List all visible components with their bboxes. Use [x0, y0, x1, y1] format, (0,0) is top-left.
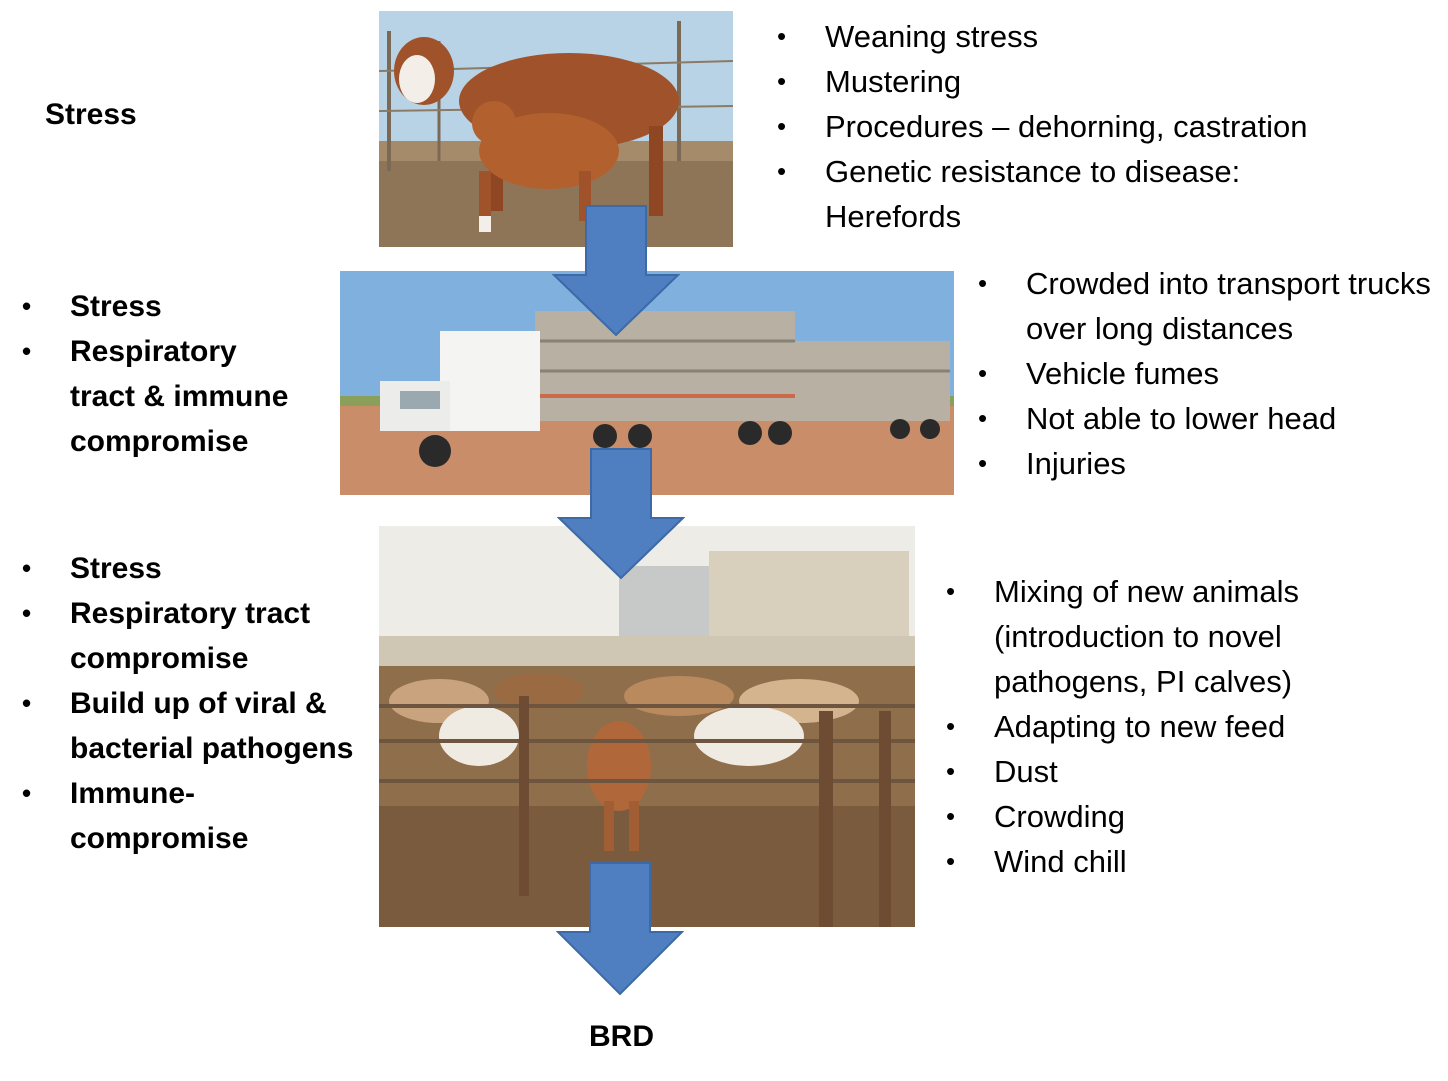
- down-arrow-icon: [557, 448, 685, 580]
- list-item: Weaning stress: [777, 14, 1417, 59]
- list-item: Adapting to new feed: [946, 704, 1366, 749]
- list-item: Genetic resistance to disease: Herefords: [777, 149, 1285, 239]
- list-item: Immune-compromise: [22, 771, 270, 861]
- list-item: Stress: [22, 284, 332, 329]
- list-item: Build up of viral & bacterial pathogens: [22, 681, 360, 771]
- list-item: Procedures – dehorning, castration: [777, 104, 1417, 149]
- list-item: Respiratory tract compromise: [22, 591, 340, 681]
- stage2-factor-list: Crowded into transport trucks over long …: [978, 261, 1433, 486]
- down-arrow-icon: [556, 862, 684, 996]
- stage1-factor-list: Weaning stress Mustering Procedures – de…: [777, 14, 1417, 239]
- down-arrow-icon: [552, 205, 680, 337]
- list-item: Crowded into transport trucks over long …: [978, 261, 1433, 351]
- stage3-effect-list: Stress Respiratory tract compromise Buil…: [22, 546, 362, 861]
- list-item: Not able to lower head: [978, 396, 1433, 441]
- outcome-label: BRD: [589, 1020, 654, 1053]
- stage3-factor-list: Mixing of new animals (introduction to n…: [946, 569, 1366, 884]
- list-item: Crowding: [946, 794, 1366, 839]
- list-item: Stress: [22, 546, 362, 591]
- list-item: Respiratory tract & immune compromise: [22, 329, 310, 464]
- list-item: Injuries: [978, 441, 1433, 486]
- cattle-truck-photo: [340, 271, 954, 495]
- feedlot-photo: [379, 526, 915, 927]
- list-item: Wind chill: [946, 839, 1366, 884]
- list-item: Mustering: [777, 59, 1417, 104]
- list-item: Mixing of new animals (introduction to n…: [946, 569, 1366, 704]
- stage1-label: Stress: [45, 98, 137, 131]
- cow-and-calf-photo: [379, 11, 733, 247]
- list-item: Dust: [946, 749, 1366, 794]
- stage2-effect-list: Stress Respiratory tract & immune compro…: [22, 284, 332, 464]
- list-item: Vehicle fumes: [978, 351, 1433, 396]
